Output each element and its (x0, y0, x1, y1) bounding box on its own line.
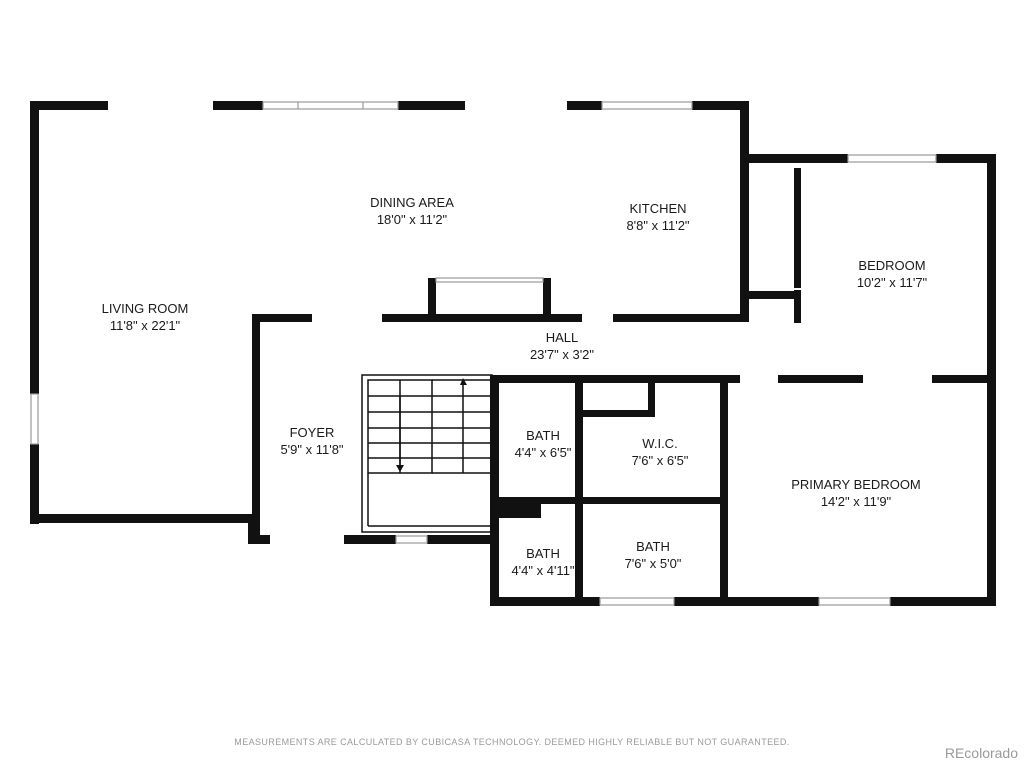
room-dimensions: 14'2" x 11'9" (821, 494, 892, 509)
room-primary-bedroom: PRIMARY BEDROOM 14'2" x 11'9" (791, 477, 921, 509)
room-dimensions: 18'0" x 11'2" (377, 212, 448, 227)
room-bath-3: BATH 7'6" x 5'0" (625, 539, 682, 571)
room-wic: W.I.C. 7'6" x 6'5" (632, 436, 689, 468)
room-foyer: FOYER 5'9" x 11'8" (280, 425, 343, 457)
room-living-room: LIVING ROOM 11'8" x 22'1" (102, 301, 189, 333)
room-name: LIVING ROOM (102, 301, 189, 316)
room-name: BEDROOM (858, 258, 925, 273)
room-name: BATH (636, 539, 670, 554)
room-bath-1: BATH 4'4" x 6'5" (515, 428, 572, 460)
room-name: HALL (546, 330, 579, 345)
room-name: KITCHEN (629, 201, 686, 216)
room-dimensions: 4'4" x 4'11" (511, 563, 574, 578)
room-bedroom: BEDROOM 10'2" x 11'7" (857, 258, 928, 290)
room-hall: HALL 23'7" x 3'2" (530, 330, 594, 362)
room-dimensions: 23'7" x 3'2" (530, 347, 594, 362)
windows (30, 101, 937, 606)
room-bath-2: BATH 4'4" x 4'11" (511, 546, 574, 578)
room-dimensions: 11'8" x 22'1" (110, 318, 181, 333)
room-dimensions: 7'6" x 5'0" (625, 556, 682, 571)
room-dimensions: 7'6" x 6'5" (632, 453, 689, 468)
room-dimensions: 8'8" x 11'2" (626, 218, 689, 233)
stair-arrows (396, 378, 467, 472)
walls (30, 101, 996, 606)
room-name: BATH (526, 546, 560, 561)
room-name: BATH (526, 428, 560, 443)
brand-watermark: REcolorado (944, 745, 1018, 761)
measurement-disclaimer: MEASUREMENTS ARE CALCULATED BY CUBICASA … (234, 737, 790, 747)
room-kitchen: KITCHEN 8'8" x 11'2" (626, 201, 689, 233)
room-name: PRIMARY BEDROOM (791, 477, 921, 492)
room-labels: LIVING ROOM 11'8" x 22'1" DINING AREA 18… (102, 195, 928, 578)
room-dimensions: 10'2" x 11'7" (857, 275, 928, 290)
room-dimensions: 5'9" x 11'8" (280, 442, 343, 457)
room-name: FOYER (290, 425, 335, 440)
room-dimensions: 4'4" x 6'5" (515, 445, 572, 460)
staircase (361, 374, 495, 533)
room-name: DINING AREA (370, 195, 454, 210)
room-name: W.I.C. (642, 436, 677, 451)
room-dining-area: DINING AREA 18'0" x 11'2" (370, 195, 454, 227)
